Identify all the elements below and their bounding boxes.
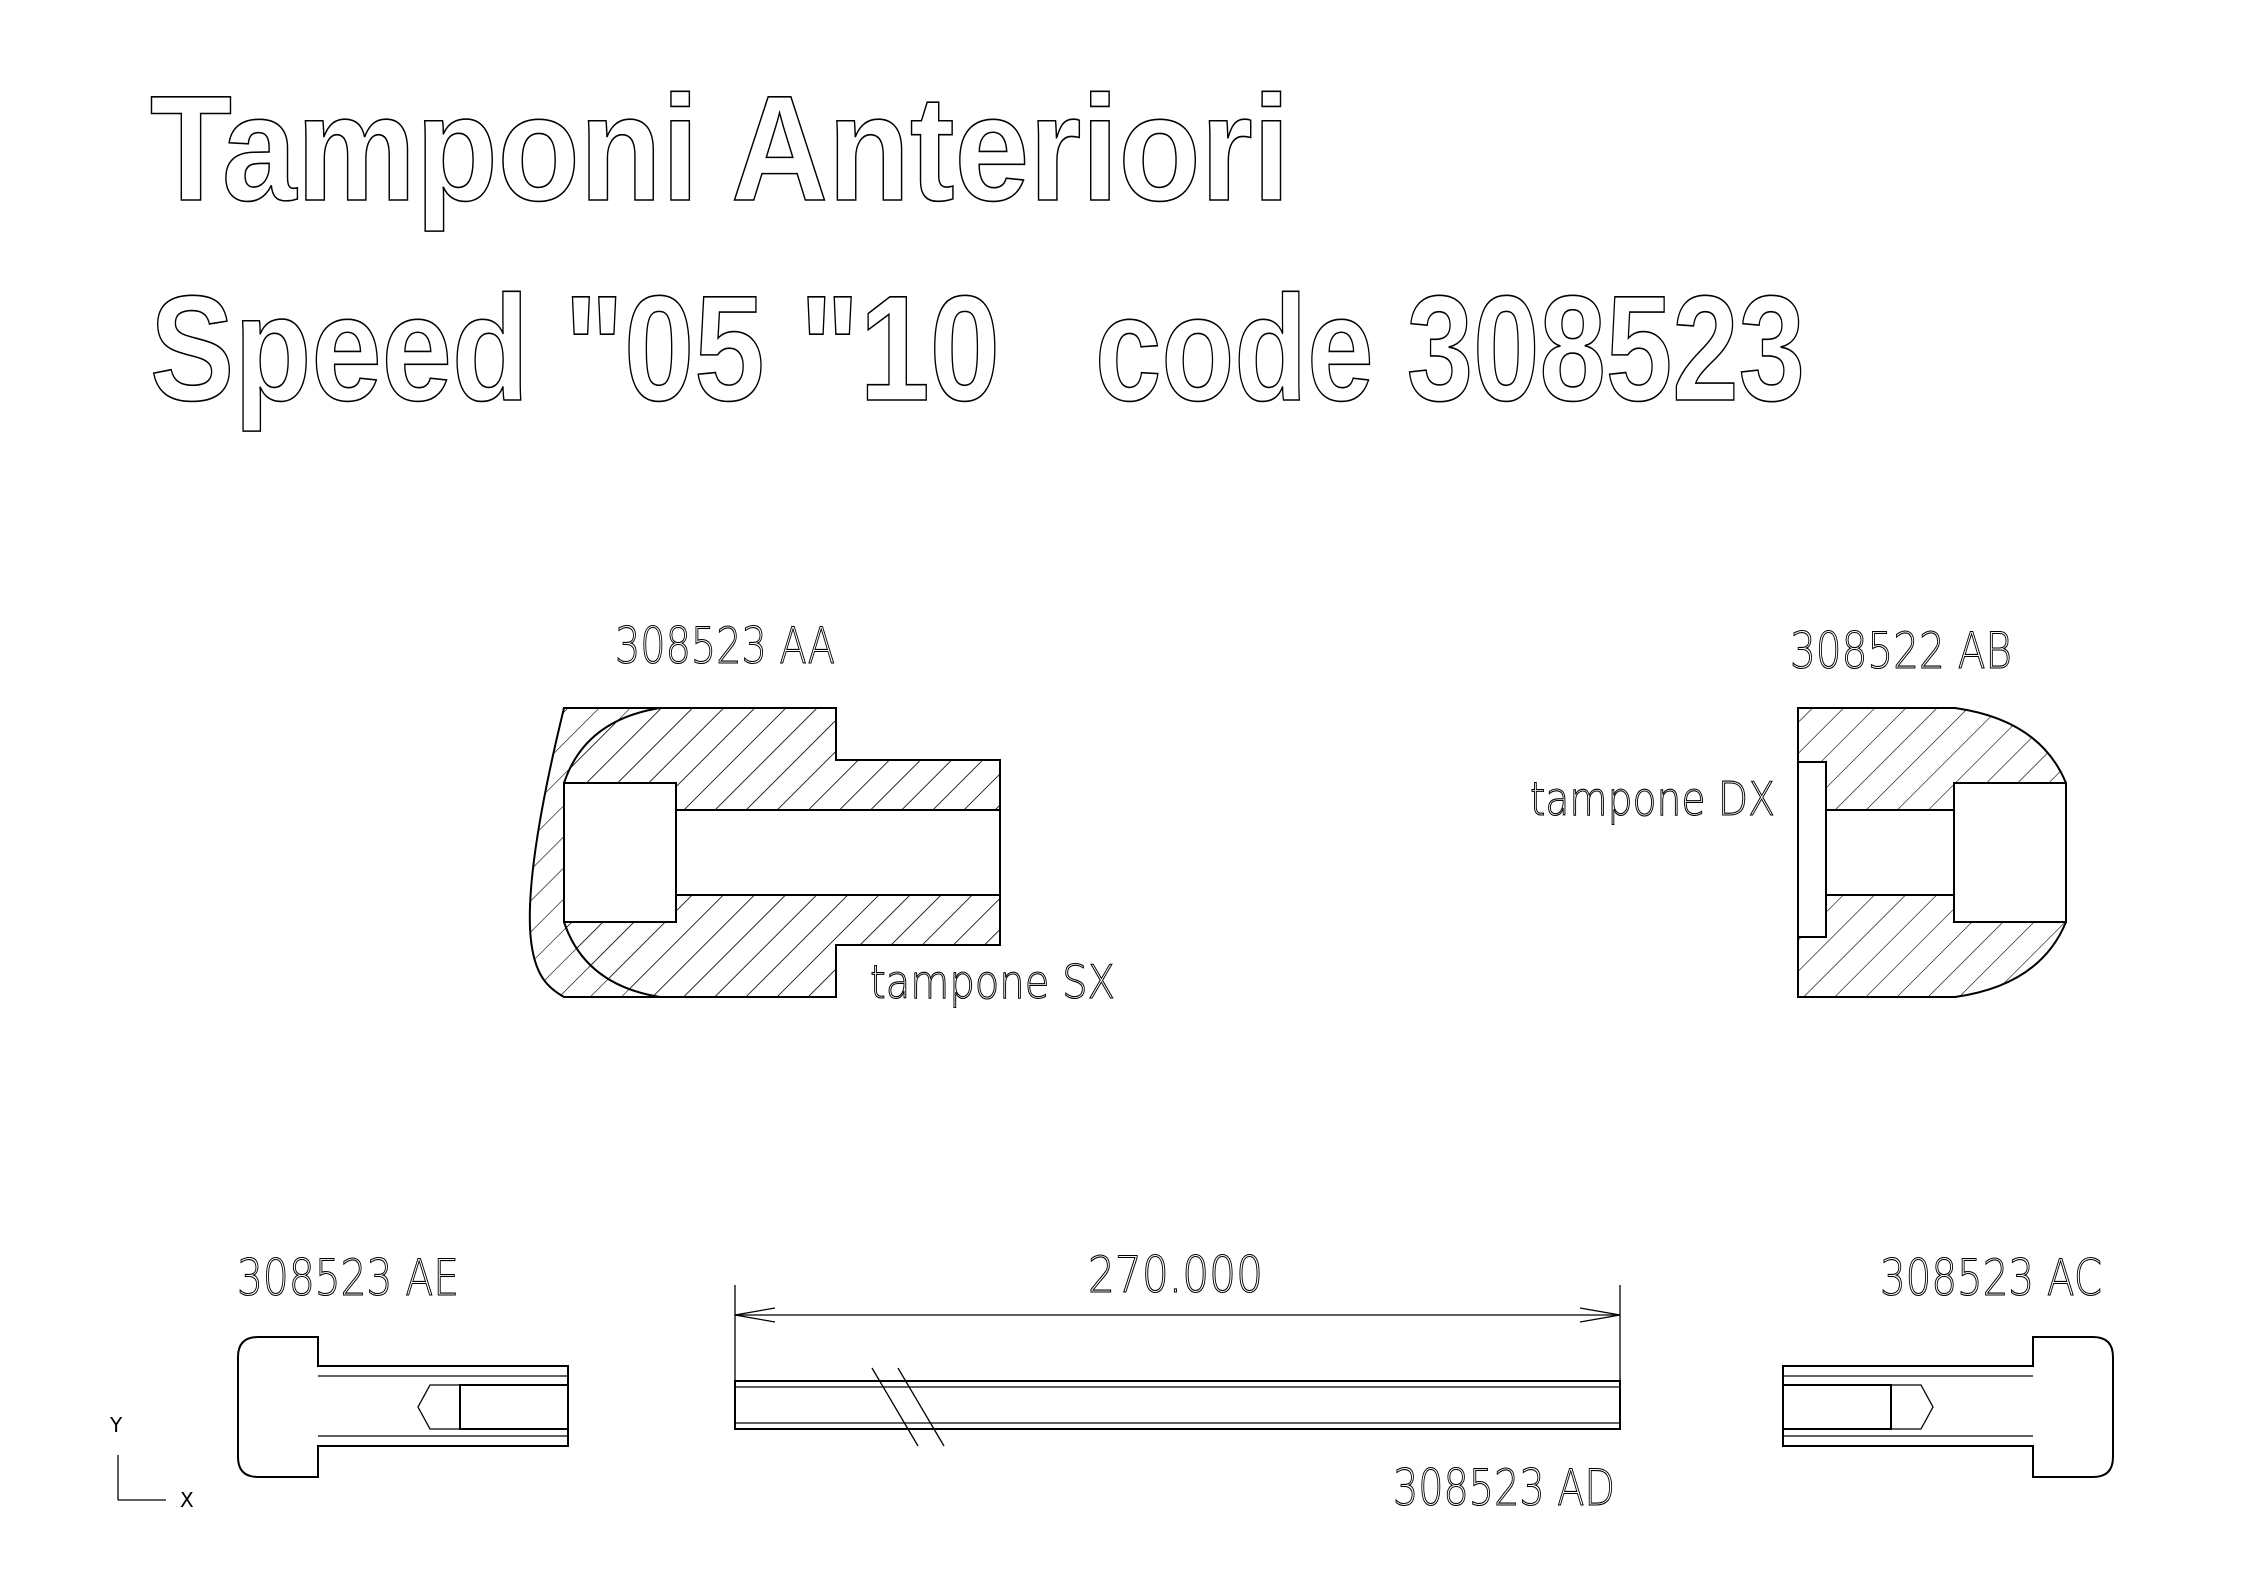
ucs-axis-icon: Y X: [109, 1413, 194, 1512]
part-aa-counterbore: [563, 782, 677, 923]
axis-y-label: Y: [109, 1413, 123, 1437]
part-ae-bolt: [237, 1336, 569, 1478]
title-code: code 308523: [1095, 264, 1805, 432]
part-ac-head: [1782, 1336, 2114, 1478]
part-ab-section: [1797, 707, 2067, 998]
break-line-2: [897, 1367, 945, 1447]
note-tampone-sx: tampone SX: [870, 955, 1115, 1009]
part-label-ae: 308523 AE: [237, 1249, 459, 1307]
note-tampone-dx: tampone DX: [1530, 772, 1775, 826]
part-label-aa: 308523 AA: [615, 617, 835, 675]
part-ab-flange: [1797, 761, 1827, 938]
part-ac-bolt: [1782, 1336, 2114, 1478]
title-model: Speed "05 "10: [150, 264, 1000, 432]
part-ac-thread-hole: [1782, 1384, 1892, 1430]
part-label-ac: 308523 AC: [1880, 1249, 2102, 1307]
part-label-ad: 308523 AD: [1393, 1459, 1615, 1517]
part-ae-thread-hole: [459, 1384, 569, 1430]
part-label-ab: 308522 AB: [1790, 622, 2012, 680]
title-line-1: Tamponi Anteriori: [150, 64, 1290, 232]
break-line-1: [871, 1367, 919, 1447]
part-ab-bore: [1825, 809, 1955, 896]
part-ab-counterbore: [1953, 782, 2067, 923]
part-ae-head: [237, 1336, 569, 1478]
dimension-value: 270.000: [1088, 1246, 1263, 1304]
part-aa-bore: [675, 809, 1001, 896]
part-aa-section: [528, 707, 1001, 999]
part-ad-rod-body: [734, 1380, 1621, 1430]
axis-x-label: X: [180, 1488, 194, 1512]
part-ad-rod: [734, 1367, 1621, 1447]
